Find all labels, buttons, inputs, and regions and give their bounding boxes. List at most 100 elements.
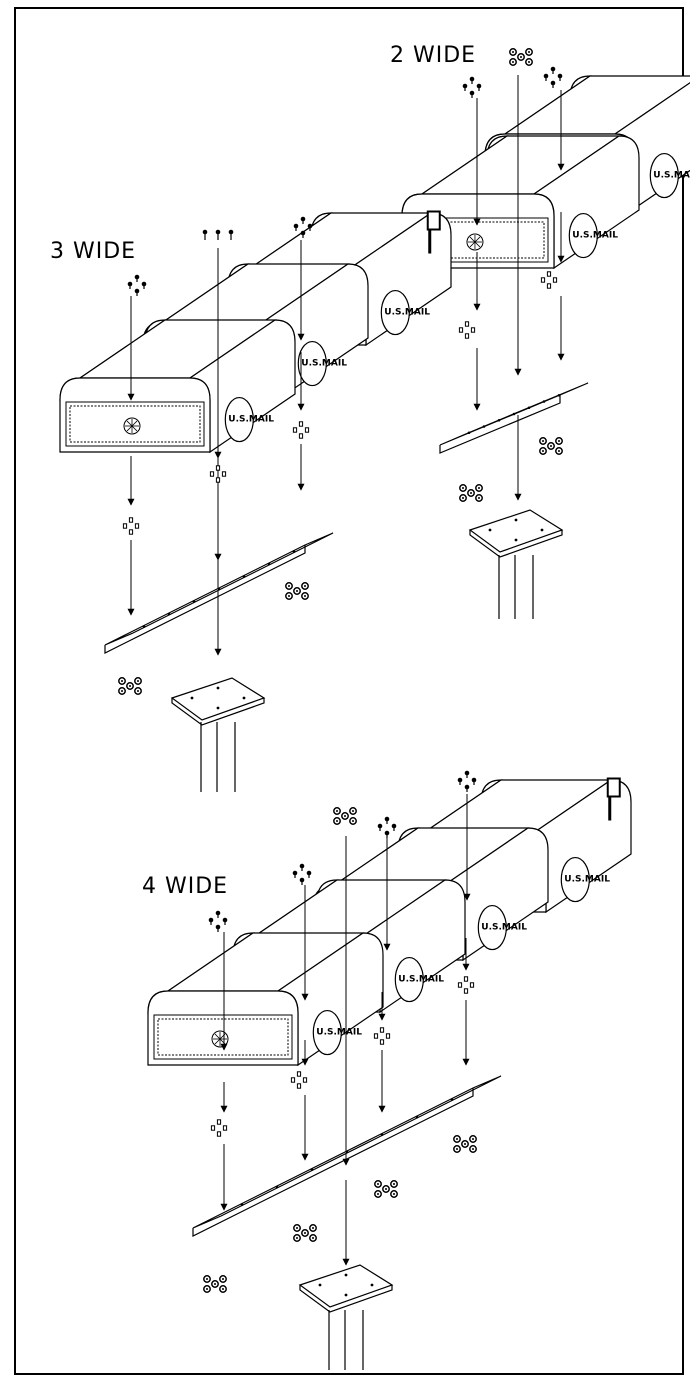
bolt-center bbox=[456, 1148, 458, 1150]
bolt-center bbox=[472, 1148, 474, 1150]
nut bbox=[464, 321, 470, 327]
bolt-center bbox=[385, 1188, 387, 1190]
bolt-center bbox=[222, 1278, 224, 1280]
mailbox-front bbox=[59, 377, 211, 453]
screw-cluster bbox=[292, 863, 312, 885]
nut bbox=[470, 327, 476, 333]
nut bbox=[215, 477, 221, 483]
bolt-center bbox=[137, 680, 139, 682]
nut bbox=[457, 982, 463, 988]
screw bbox=[469, 90, 475, 96]
screw bbox=[208, 917, 214, 923]
mailbox-panel-trim bbox=[69, 405, 201, 443]
nut bbox=[458, 327, 464, 333]
nut bbox=[552, 277, 558, 283]
screw-cluster bbox=[127, 274, 147, 296]
us-mail-text: U.S.MAIL bbox=[653, 171, 690, 181]
screw bbox=[202, 229, 208, 235]
emblem-ray bbox=[469, 241, 476, 248]
post-plate bbox=[468, 509, 564, 558]
nut bbox=[463, 976, 469, 982]
bolt-center bbox=[344, 815, 346, 817]
nut bbox=[464, 333, 470, 339]
post-plate-edge bbox=[299, 1285, 393, 1313]
emblem-icon bbox=[466, 233, 484, 251]
emblem-ray bbox=[214, 1033, 221, 1040]
mounting-plate bbox=[192, 1075, 502, 1237]
nut bbox=[302, 1077, 308, 1083]
screw bbox=[299, 863, 305, 869]
bolt-center bbox=[520, 56, 522, 58]
mounting-plate bbox=[439, 382, 589, 454]
nut bbox=[546, 283, 552, 289]
plate-hole bbox=[497, 418, 501, 422]
screw bbox=[377, 823, 383, 829]
post-plate-edge bbox=[171, 698, 265, 726]
screw bbox=[391, 823, 397, 829]
mailbox-door bbox=[224, 396, 254, 443]
screw bbox=[127, 281, 133, 287]
label-three-wide: 3 WIDE bbox=[50, 239, 136, 264]
plate-hole bbox=[512, 412, 516, 416]
us-mail-text: U.S.MAIL bbox=[228, 415, 274, 425]
screw bbox=[550, 80, 556, 86]
screw bbox=[300, 216, 306, 222]
bolt-center bbox=[462, 487, 464, 489]
bolt-center bbox=[296, 1237, 298, 1239]
plate-hole bbox=[242, 575, 246, 578]
nut bbox=[379, 1039, 385, 1045]
bolt-center bbox=[478, 487, 480, 489]
emblem-ray bbox=[469, 236, 476, 243]
nut-cluster bbox=[209, 465, 227, 483]
bolt-cluster bbox=[374, 1180, 398, 1198]
nut bbox=[379, 1027, 385, 1033]
bolt-center bbox=[206, 1278, 208, 1280]
nut bbox=[296, 1083, 302, 1089]
mailbox-panel bbox=[153, 1014, 293, 1060]
plate-edge bbox=[439, 395, 561, 454]
bolt-center bbox=[129, 685, 131, 687]
plate-hole bbox=[310, 1168, 314, 1171]
post-plate-hole bbox=[190, 696, 194, 700]
nut-cluster bbox=[373, 1027, 391, 1045]
screw-cluster bbox=[462, 76, 482, 98]
plate-hole bbox=[275, 1185, 279, 1189]
plate-hole bbox=[267, 562, 271, 566]
bolt-center bbox=[288, 585, 290, 587]
us-mail-text: U.S.MAIL bbox=[398, 975, 444, 985]
mailbox-door bbox=[312, 1009, 342, 1056]
screw-cluster bbox=[457, 770, 477, 792]
bolt-center bbox=[352, 820, 354, 822]
mailbox-door bbox=[394, 956, 424, 1003]
bolt-center bbox=[296, 590, 298, 592]
bolt-cluster bbox=[509, 48, 533, 66]
nut bbox=[298, 421, 304, 427]
emblem-ray bbox=[131, 425, 138, 432]
bolt-cluster bbox=[333, 807, 357, 825]
emblem-icon bbox=[123, 417, 141, 435]
label-two-wide: 2 WIDE bbox=[390, 43, 476, 68]
label-four-wide: 4 WIDE bbox=[142, 874, 228, 899]
post-plate-hole bbox=[488, 528, 492, 532]
bolt-center bbox=[304, 595, 306, 597]
nut bbox=[209, 471, 215, 477]
plate-hole bbox=[467, 431, 471, 435]
nut-cluster bbox=[458, 321, 476, 339]
flag-icon bbox=[426, 210, 441, 231]
mailbox-door bbox=[380, 289, 410, 336]
screw bbox=[299, 877, 305, 883]
post-plate-hole bbox=[514, 518, 518, 522]
flag-icon bbox=[606, 777, 621, 798]
screw bbox=[471, 777, 477, 783]
bolt-center bbox=[304, 585, 306, 587]
nut bbox=[463, 988, 469, 994]
screw bbox=[292, 870, 298, 876]
bolt-center bbox=[121, 680, 123, 682]
post-plate-hole bbox=[540, 528, 544, 532]
plate-hole bbox=[380, 1133, 384, 1136]
nut bbox=[296, 1071, 302, 1077]
plate-edge bbox=[104, 545, 306, 654]
mailbox-door bbox=[297, 340, 327, 387]
plate-hole bbox=[292, 550, 296, 553]
plate-hole bbox=[217, 587, 221, 591]
